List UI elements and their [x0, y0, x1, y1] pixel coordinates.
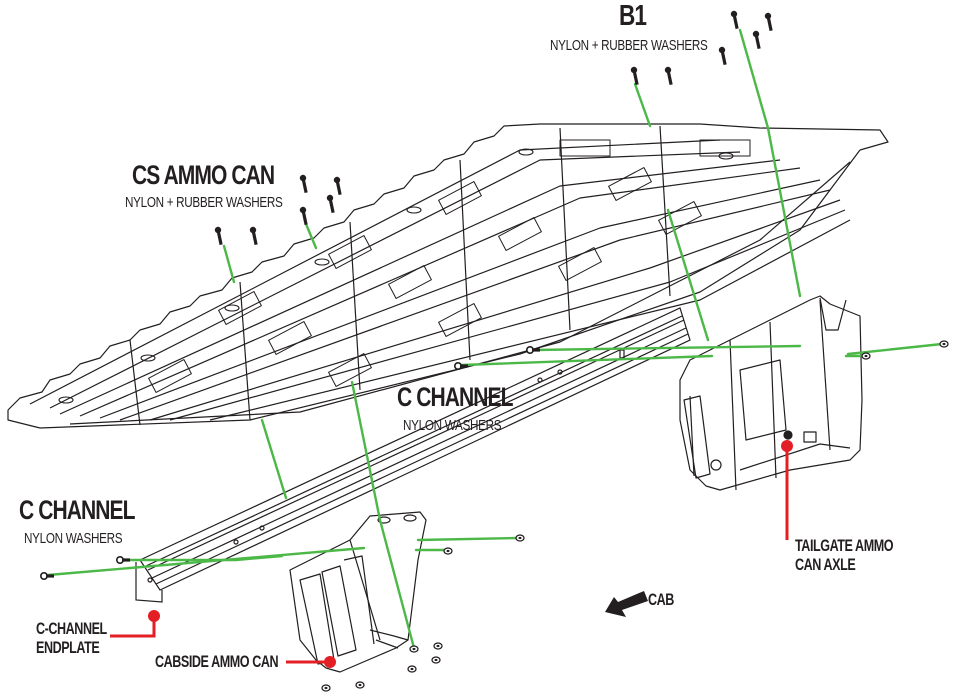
c-channel-upper-subtitle: NYLON WASHERS [403, 417, 502, 434]
c-channel-rail [135, 307, 691, 603]
c-channel-lower-subtitle: NYLON WASHERS [24, 530, 123, 547]
b1-subtitle: NYLON + RUBBER WASHERS [550, 37, 708, 54]
c-channel-lower-title: C CHANNEL [19, 495, 136, 525]
cab-direction-label: CAB [648, 590, 674, 609]
arrow-down-left-icon [605, 591, 648, 617]
endplate-line2: ENDPLATE [36, 637, 100, 657]
rack-platform [7, 123, 889, 429]
cabside-ammo-can [289, 511, 427, 673]
cs-ammo-can-title: CS AMMO CAN [132, 160, 275, 190]
callout-dots [148, 440, 793, 668]
c-channel-endplate-callout: C-CHANNEL ENDPLATE [36, 619, 107, 657]
tailgate-axle-line2: CAN AXLE [795, 554, 856, 574]
tailgate-axle-line1: TAILGATE AMMO [795, 536, 894, 555]
callout-leaders [110, 446, 789, 664]
tailgate-axle-callout: TAILGATE AMMO CAN AXLE [795, 536, 894, 574]
bolts [39, 10, 775, 581]
cs-ammo-can-subtitle: NYLON + RUBBER WASHERS [125, 194, 283, 211]
endplate-line1: C-CHANNEL [36, 619, 107, 638]
fastener-leader-lines [46, 28, 944, 650]
b1-title: B1 [619, 0, 647, 32]
cabside-ammo-can-callout: CABSIDE AMMO CAN [155, 652, 279, 671]
c-channel-upper-title: C CHANNEL [397, 382, 514, 412]
tailgate-ammo-can [679, 295, 863, 491]
